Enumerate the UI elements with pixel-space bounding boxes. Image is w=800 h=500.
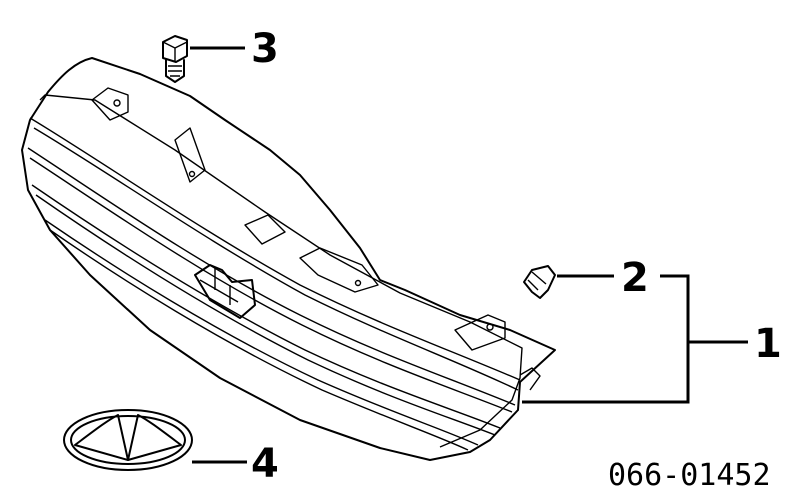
callout-3: 3 bbox=[251, 26, 279, 72]
emblem-icon bbox=[63, 409, 193, 471]
leader-line-1-bracket bbox=[522, 274, 690, 404]
clip-icon bbox=[523, 265, 556, 299]
grille-icon bbox=[21, 57, 556, 461]
catalog-number: 066-01452 bbox=[608, 458, 771, 493]
bolt-icon bbox=[162, 35, 188, 83]
callout-2: 2 bbox=[621, 255, 649, 301]
callout-1: 1 bbox=[754, 321, 782, 367]
callout-4: 4 bbox=[251, 441, 279, 487]
